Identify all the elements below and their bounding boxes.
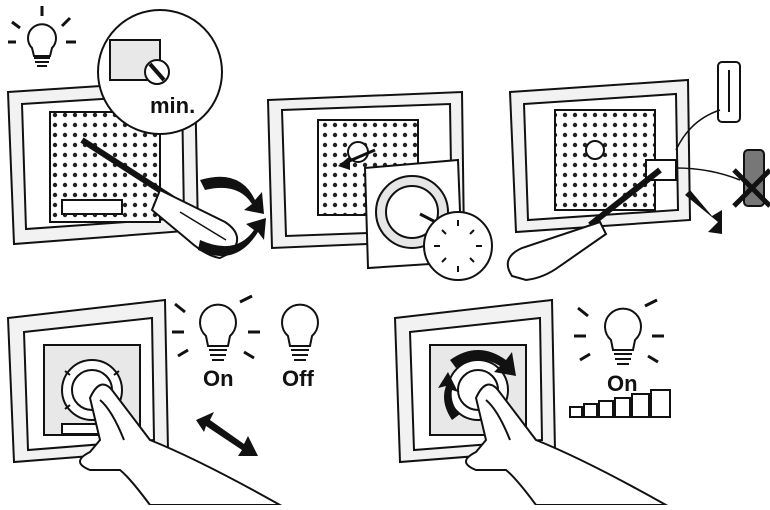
knob bbox=[424, 212, 492, 280]
panel-push-on-off bbox=[8, 296, 318, 505]
panel-adjust-minimum bbox=[8, 6, 266, 258]
on-bright-label: On bbox=[607, 373, 638, 395]
min-label: min. bbox=[150, 95, 195, 117]
light-bulb-on-icon bbox=[574, 300, 664, 364]
blown-fuse-crossed-icon bbox=[734, 150, 770, 206]
off-label: Off bbox=[282, 368, 314, 390]
panel-rotate-dim bbox=[395, 300, 670, 505]
light-bulb-on-icon bbox=[172, 296, 260, 360]
on-label: On bbox=[203, 368, 234, 390]
push-arrow-icon bbox=[196, 412, 258, 456]
light-bulb-off-icon bbox=[282, 305, 318, 360]
panel-remove-cover bbox=[268, 92, 492, 280]
fuse-icon bbox=[718, 62, 740, 122]
lit-bulb-icon bbox=[8, 6, 76, 66]
panel-replace-fuse bbox=[508, 62, 770, 280]
